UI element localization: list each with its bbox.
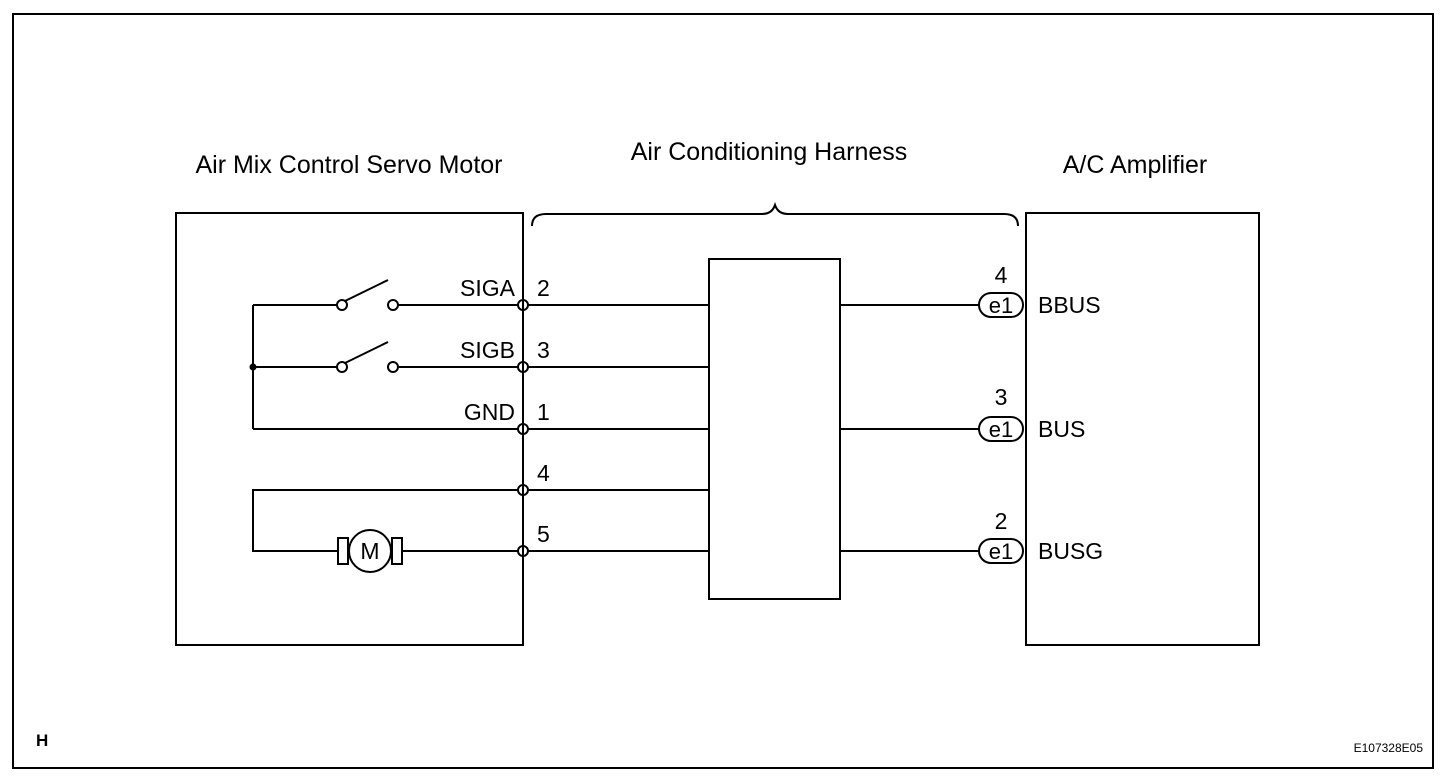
- servo-internal-wiring: [252, 279, 518, 573]
- servo-pin-1: 1: [537, 399, 550, 425]
- connector-id-e1-bbus: e1: [989, 293, 1013, 318]
- amplifier-title: A/C Amplifier: [1063, 151, 1207, 179]
- amplifier-pin-2: 2: [995, 508, 1008, 534]
- connector-e1-bbus: [978, 292, 1024, 318]
- connector-id-e1-bus: e1: [989, 417, 1013, 442]
- signal-busg: BUSG: [1038, 538, 1103, 564]
- connector-e1-bus: [978, 416, 1024, 442]
- amplifier-box: [1025, 212, 1260, 646]
- junction-dot: [249, 363, 257, 371]
- harness-title: Air Conditioning Harness: [631, 138, 908, 166]
- harness-brace: [531, 201, 1019, 227]
- harness-wires: [528, 304, 979, 552]
- signal-sigb: SIGB: [460, 337, 515, 363]
- diagram-frame: [12, 13, 1434, 769]
- signal-gnd: GND: [464, 399, 515, 425]
- connector-id-e1-busg: e1: [989, 539, 1013, 564]
- servo-pin-3: 3: [537, 337, 550, 363]
- connector-e1-busg: [978, 538, 1024, 564]
- figure-code: E107328E05: [1354, 741, 1424, 755]
- servo-terminals: [517, 299, 529, 557]
- servo-pin-2: 2: [537, 275, 550, 301]
- harness-box: [708, 258, 841, 600]
- servo-pin-4: 4: [537, 460, 550, 486]
- signal-siga: SIGA: [460, 275, 516, 301]
- amplifier-pin-3: 3: [995, 384, 1008, 410]
- amplifier-pin-4: 4: [995, 262, 1008, 288]
- servo-motor-box: [175, 212, 524, 646]
- signal-bus: BUS: [1038, 416, 1085, 442]
- servo-pin-5: 5: [537, 521, 550, 547]
- servo-motor-title: Air Mix Control Servo Motor: [195, 151, 502, 179]
- signal-bbus: BBUS: [1038, 292, 1101, 318]
- corner-label: H: [36, 731, 48, 750]
- motor-symbol-label: M: [360, 538, 379, 564]
